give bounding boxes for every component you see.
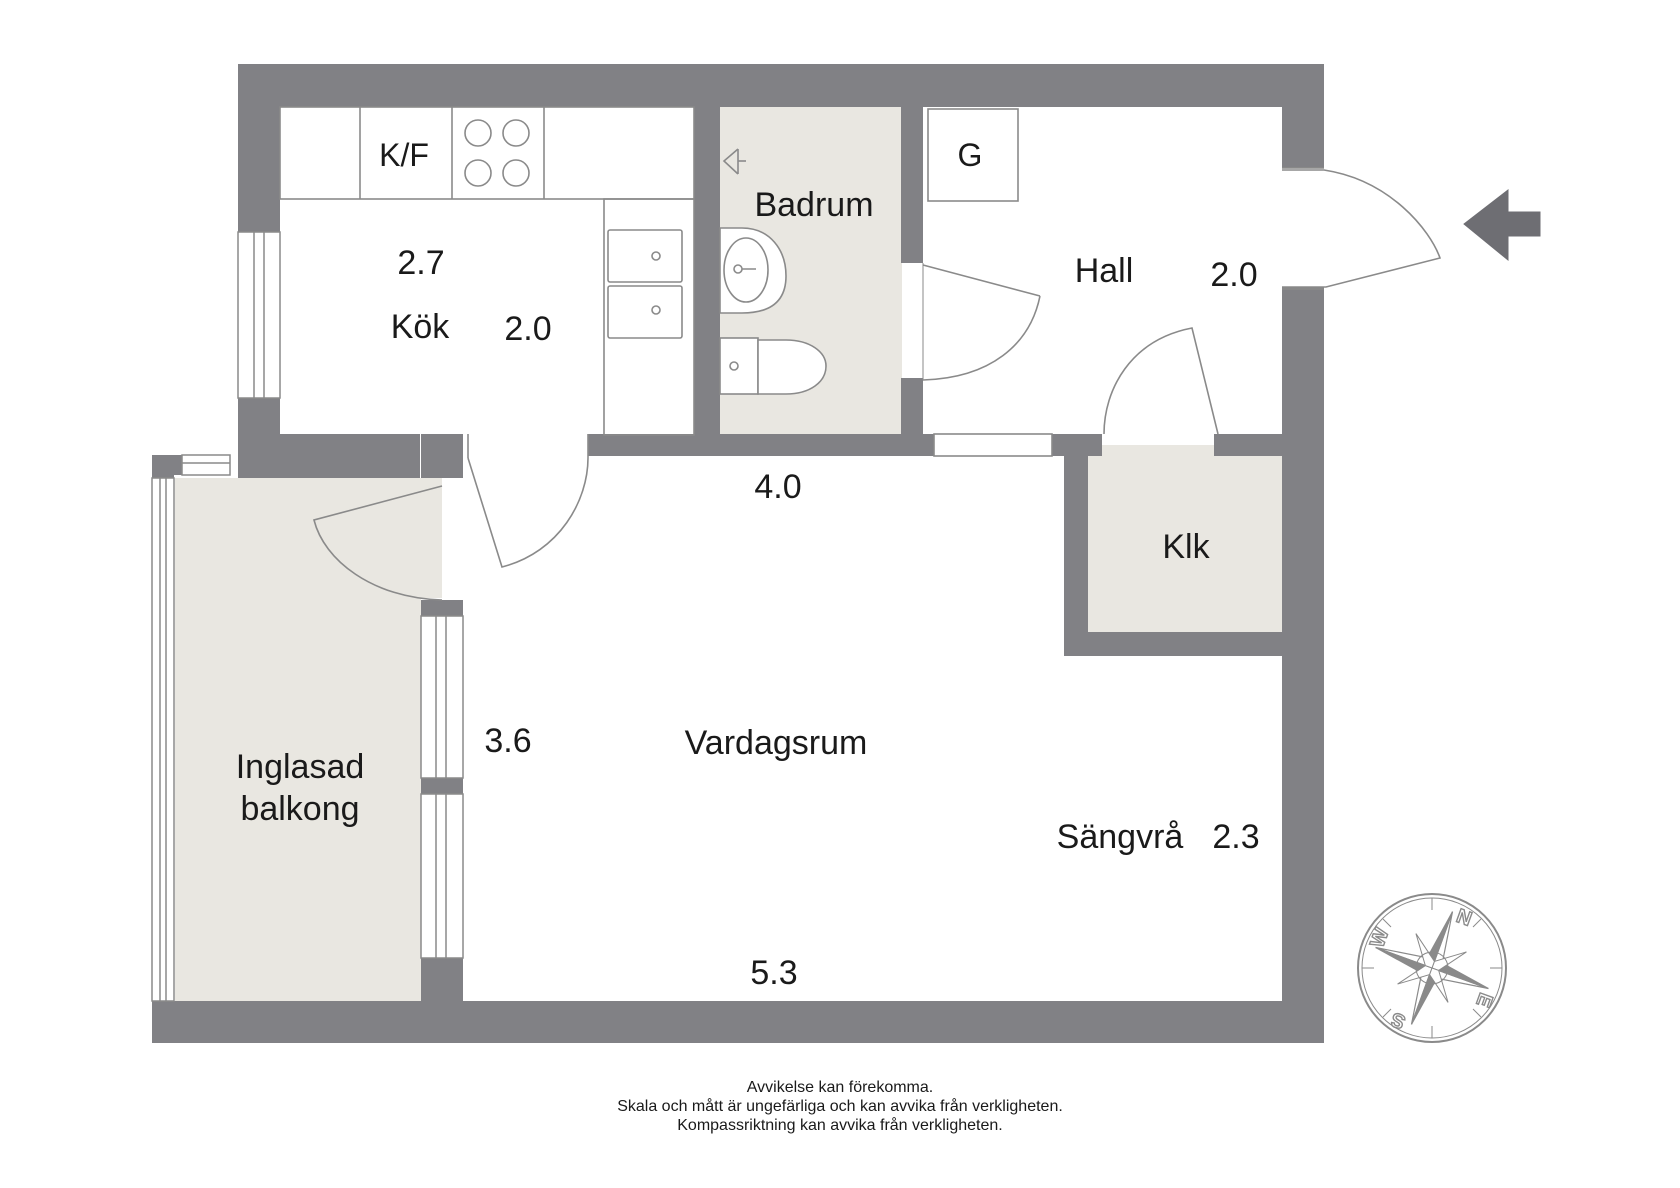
wall-closet-bottom xyxy=(1064,632,1282,656)
disclaimer: Avvikelse kan förekomma. Skala och mått … xyxy=(0,1078,1680,1135)
entry-door xyxy=(1282,169,1442,288)
closet-door xyxy=(1103,327,1219,435)
wall-right-bottom xyxy=(1282,287,1324,1043)
kitchen-fixtures xyxy=(279,106,695,436)
balcony-label-line1: Inglasad xyxy=(236,748,365,786)
wall-inner-h1 xyxy=(588,434,934,456)
bathroom-label: Badrum xyxy=(754,186,873,224)
balcony-glazing xyxy=(151,477,175,1002)
wall-left-top xyxy=(238,64,280,232)
sink-bowl-1 xyxy=(607,229,683,283)
disclaimer-line-2: Skala och mått är ungefärliga och kan av… xyxy=(617,1098,1063,1115)
doors xyxy=(313,167,1442,601)
entrance-arrow-icon xyxy=(1463,188,1541,262)
stove-burner-1 xyxy=(464,119,492,147)
balcony-label-line2: balkong xyxy=(240,790,359,828)
bathroom-door xyxy=(922,264,1041,381)
stove-burner-4 xyxy=(502,159,530,187)
toilet-tank xyxy=(719,337,759,395)
wall-bath-hall-a xyxy=(901,107,923,263)
disclaimer-line-3: Kompassriktning kan avvika från verkligh… xyxy=(677,1117,1003,1134)
wall-closet-left xyxy=(1064,434,1088,656)
wall-living-left-b xyxy=(421,600,463,616)
wall-right-top xyxy=(1282,64,1324,168)
wall-living-left-c xyxy=(421,778,463,794)
hall-label: Hall xyxy=(1075,252,1134,290)
living-top-label: 4.0 xyxy=(754,468,801,506)
wall-left-mid xyxy=(238,398,280,478)
wardrobe xyxy=(927,108,1019,202)
wall-kitchen-bath xyxy=(694,107,720,435)
windows xyxy=(151,231,464,1002)
wall-bottom xyxy=(152,1001,1324,1043)
kitchen-width-label: 2.7 xyxy=(397,244,444,282)
living-bottom-label: 5.3 xyxy=(750,954,797,992)
kitchen-living-door xyxy=(467,457,589,568)
compass-icon: N E S W xyxy=(1357,893,1507,1043)
living-room-label: Vardagsrum xyxy=(685,724,868,762)
balcony-door xyxy=(313,485,443,601)
bed-alcove-label: Sängvrå xyxy=(1057,818,1184,856)
kitchen-depth-label: 2.0 xyxy=(504,310,551,348)
living-side-label: 3.6 xyxy=(484,722,531,760)
kitchen-window xyxy=(237,231,281,399)
living-window-a xyxy=(420,615,464,779)
wall-living-left-a xyxy=(421,434,463,478)
fridge-freezer-label: K/F xyxy=(379,137,429,173)
kitchen-label: Kök xyxy=(391,308,451,346)
balcony-top-glazing xyxy=(181,454,231,476)
sink-bowl-2 xyxy=(607,285,683,339)
kitchen-counter-side xyxy=(603,198,695,436)
closet-label: Klk xyxy=(1162,528,1210,566)
wall-bath-hall-b xyxy=(901,378,923,435)
bed-alcove-dim-label: 2.3 xyxy=(1212,818,1259,856)
stove-burner-3 xyxy=(464,159,492,187)
living-window-b xyxy=(420,793,464,959)
balcony-door-floor xyxy=(421,478,442,598)
toilet-bowl xyxy=(757,339,827,395)
stove-burner-2 xyxy=(502,119,530,147)
shower-head xyxy=(722,148,739,175)
wall-living-left-d xyxy=(421,958,463,1043)
disclaimer-line-1: Avvikelse kan förekomma. xyxy=(746,1079,934,1096)
wall-top xyxy=(238,64,1324,107)
wall-kitchen-bottom xyxy=(280,434,420,478)
hall-depth-label: 2.0 xyxy=(1210,256,1257,294)
closet-floor xyxy=(1088,445,1282,632)
kitchen-counter-top xyxy=(279,106,695,200)
bathroom-fixtures xyxy=(719,148,827,395)
balcony-floor xyxy=(175,478,421,1020)
wardrobe-label: G xyxy=(958,137,983,173)
shaded-floors xyxy=(175,107,1282,1020)
wall-closet-top-b xyxy=(1214,434,1282,456)
